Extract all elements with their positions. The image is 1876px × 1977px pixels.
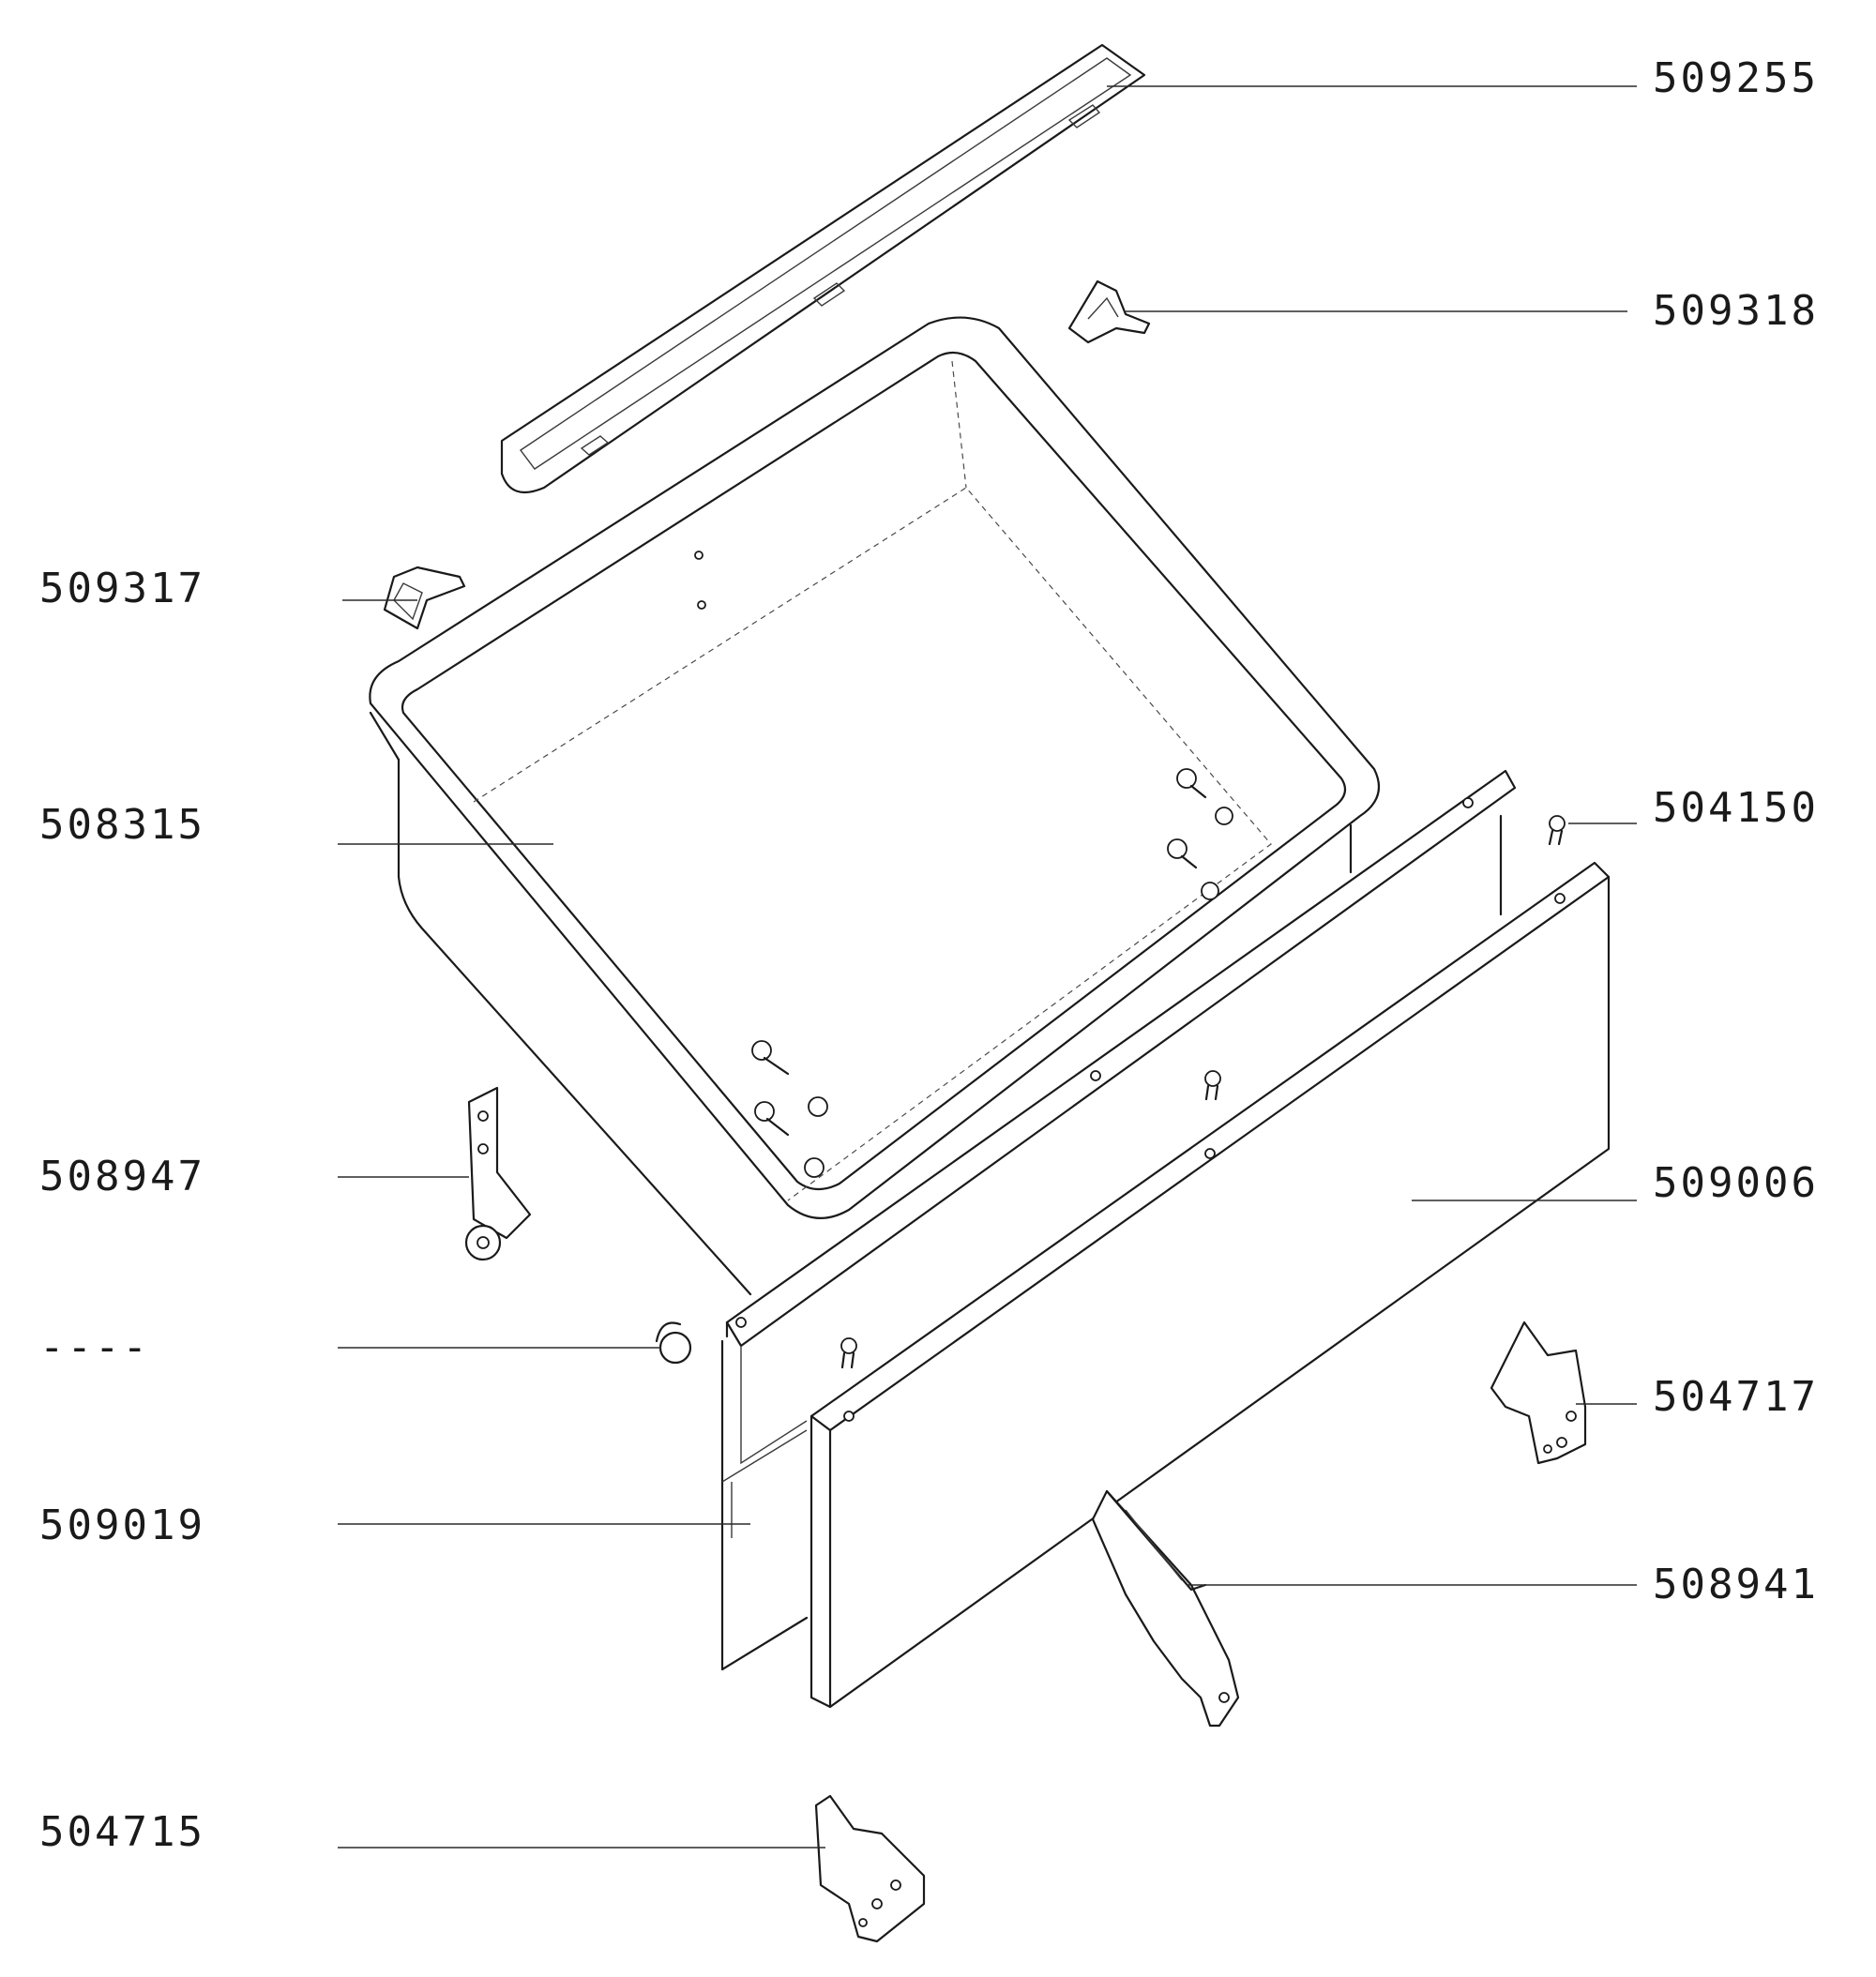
part-504717-bracket bbox=[1490, 1321, 1587, 1465]
part-504715-bracket bbox=[814, 1794, 926, 1943]
label-504717: 504717 bbox=[1653, 1373, 1819, 1421]
part-509006-front-panel bbox=[809, 861, 1611, 1709]
label-508947: 508947 bbox=[39, 1153, 205, 1200]
part-508941-runner bbox=[1091, 1489, 1240, 1728]
label-508941: 508941 bbox=[1653, 1561, 1819, 1608]
label-509006: 509006 bbox=[1653, 1159, 1819, 1207]
label-508315: 508315 bbox=[39, 801, 205, 849]
label-509318: 509318 bbox=[1653, 287, 1819, 335]
part-509019-rail bbox=[720, 769, 1517, 1671]
part-509318-clip bbox=[1067, 279, 1151, 344]
label-unnumbered: ---- bbox=[39, 1323, 150, 1371]
part-unnumbered-knob bbox=[655, 1321, 692, 1365]
label-504715: 504715 bbox=[39, 1808, 205, 1856]
part-504150-pin bbox=[1548, 815, 1566, 846]
label-509255: 509255 bbox=[1653, 54, 1819, 102]
label-504150: 504150 bbox=[1653, 784, 1819, 832]
label-509317: 509317 bbox=[39, 565, 205, 612]
leader-lines bbox=[338, 85, 1637, 1849]
part-509255-trim-strip bbox=[500, 43, 1146, 494]
part-508947-castor bbox=[464, 1086, 532, 1261]
part-508315-tub bbox=[369, 316, 1381, 1296]
label-509019: 509019 bbox=[39, 1502, 205, 1549]
part-509317-clip bbox=[383, 566, 466, 630]
